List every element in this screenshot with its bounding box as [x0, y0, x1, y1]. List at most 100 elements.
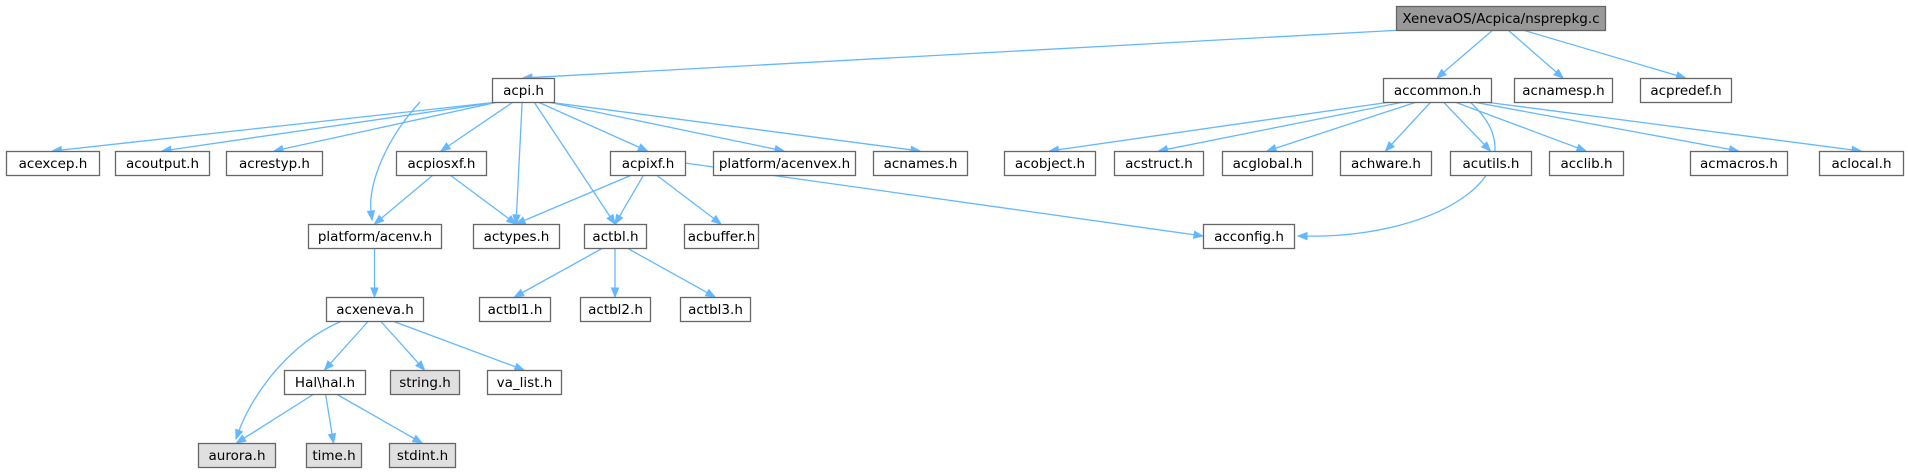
edge-actbl-h-to-actbl2-h-arrowhead — [610, 287, 620, 299]
node-label: acpixf.h — [622, 156, 675, 172]
edge-root-to-acpredef-h-arrowhead — [1675, 71, 1687, 80]
edge-acpiosxf-h-to-actypes-h-line — [449, 174, 510, 220]
edge-hal-hal-h-to-time-h-line — [324, 393, 333, 436]
node-root[interactable]: XenevaOS/Acpica/nsprepkg.c — [1395, 5, 1607, 32]
node-box — [491, 77, 556, 104]
edge-acxeneva-h-to-va-list-h — [392, 320, 526, 371]
node-platform-acenvex-h[interactable]: platform/acenvex.h — [712, 150, 857, 177]
edge-root-to-acpi-h-line — [530, 29, 1403, 79]
node-acconfig-h[interactable]: acconfig.h — [1202, 223, 1296, 250]
edge-acpi-h-to-acoutput-h-line — [169, 101, 499, 151]
edge-accommon-h-to-acconfig-h-line — [1305, 101, 1496, 237]
node-acpi-h[interactable]: acpi.h — [491, 77, 556, 104]
edge-accommon-h-to-achware-h-arrowhead — [1384, 141, 1396, 153]
edge-platform-acenv-h-to-acxeneva-h-arrowhead — [370, 287, 379, 299]
node-actbl3-h[interactable]: actbl3.h — [679, 296, 752, 323]
node-label: time.h — [312, 448, 355, 464]
edge-root-to-acpredef-h-line — [1522, 29, 1679, 77]
node-actbl-h[interactable]: actbl.h — [583, 223, 648, 250]
node-acutils-h[interactable]: acutils.h — [1449, 150, 1533, 177]
edge-acpiosxf-h-to-platform-acenv-h-arrowhead — [373, 214, 385, 225]
edge-acpixf-h-to-actypes-h-line — [523, 174, 632, 222]
node-label: acobject.h — [1015, 156, 1085, 172]
node-achware-h[interactable]: achware.h — [1339, 150, 1433, 177]
edge-acxeneva-h-to-aurora-h — [235, 320, 343, 441]
edge-hal-hal-h-to-aurora-h-arrowhead — [235, 434, 247, 444]
node-actbl2-h[interactable]: actbl2.h — [579, 296, 652, 323]
node-box — [1548, 150, 1625, 177]
node-acexcep-h[interactable]: acexcep.h — [5, 150, 101, 177]
node-label: accommon.h — [1394, 83, 1481, 99]
node-platform-acenv-h[interactable]: platform/acenv.h — [307, 223, 443, 250]
node-box — [307, 223, 443, 250]
edge-acxeneva-h-to-hal-hal-h-line — [329, 320, 369, 365]
node-acglobal-h[interactable]: acglobal.h — [1221, 150, 1314, 177]
edge-hal-hal-h-to-time-h — [324, 393, 337, 445]
node-acpredef-h[interactable]: acpredef.h — [1639, 77, 1733, 104]
edge-actbl-h-to-actbl1-h-line — [521, 247, 604, 294]
edge-acpi-h-to-platform-acenv-h-line — [370, 101, 421, 213]
edge-acpi-h-to-acpiosxf-h — [439, 101, 514, 152]
edge-accommon-h-to-acutils-h-arrowhead — [1480, 141, 1492, 152]
edge-accommon-h-to-achware-h — [1384, 101, 1432, 153]
node-va-list-h[interactable]: va_list.h — [486, 369, 563, 396]
edge-accommon-h-to-acclib-h-arrowhead — [1575, 143, 1588, 152]
node-acnamesp-h[interactable]: acnamesp.h — [1513, 77, 1614, 104]
node-acmacros-h[interactable]: acmacros.h — [1689, 150, 1789, 177]
node-acpiosxf-h[interactable]: acpiosxf.h — [395, 150, 488, 177]
node-label: actbl.h — [592, 229, 638, 245]
node-accommon-h[interactable]: accommon.h — [1382, 77, 1493, 104]
edge-acpi-h-to-platform-acenv-h-arrowhead — [366, 210, 376, 222]
node-label: Hal\hal.h — [295, 375, 355, 391]
edge-acxeneva-h-to-aurora-h-arrowhead — [235, 428, 244, 441]
node-acrestyp-h[interactable]: acrestyp.h — [225, 150, 324, 177]
node-label: actbl3.h — [688, 302, 743, 318]
node-box — [325, 296, 425, 323]
node-acclib-h[interactable]: acclib.h — [1548, 150, 1625, 177]
edge-root-to-acpredef-h — [1522, 29, 1687, 80]
node-actypes-h[interactable]: actypes.h — [472, 223, 561, 250]
node-actbl1-h[interactable]: actbl1.h — [478, 296, 552, 323]
node-acnames-h[interactable]: acnames.h — [872, 150, 969, 177]
node-label: acnames.h — [884, 156, 958, 172]
edge-accommon-h-to-acconfig-h-arrowhead — [1296, 231, 1308, 241]
node-string-h[interactable]: string.h — [389, 369, 461, 396]
node-acobject-h[interactable]: acobject.h — [1003, 150, 1097, 177]
node-stdint-h[interactable]: stdint.h — [388, 442, 457, 469]
node-acoutput-h[interactable]: acoutput.h — [114, 150, 211, 177]
node-acstruct-h[interactable]: acstruct.h — [1113, 150, 1205, 177]
edge-accommon-h-to-acutils-h-line — [1442, 101, 1486, 146]
edge-acpiosxf-h-to-platform-acenv-h-line — [380, 174, 434, 220]
node-box — [1003, 150, 1097, 177]
node-box — [197, 442, 277, 469]
node-aurora-h[interactable]: aurora.h — [197, 442, 277, 469]
edge-accommon-h-to-acglobal-h — [1265, 101, 1417, 153]
node-box — [395, 150, 488, 177]
edge-acpi-h-to-acpixf-h — [537, 101, 649, 152]
edge-root-to-accommon-h-line — [1442, 29, 1494, 74]
node-box — [389, 369, 461, 396]
node-box — [683, 223, 760, 250]
node-aclocal-h[interactable]: aclocal.h — [1818, 150, 1905, 177]
edge-accommon-h-to-acclib-h — [1454, 101, 1588, 152]
edge-hal-hal-h-to-time-h-arrowhead — [327, 432, 337, 445]
edge-accommon-h-to-acstruct-h-line — [1166, 101, 1404, 151]
edge-accommon-h-to-acconfig-h — [1296, 101, 1496, 241]
edge-acpi-h-to-platform-acenvex-h — [547, 101, 786, 154]
node-label: platform/acenvex.h — [719, 156, 850, 172]
edge-acpixf-h-to-actbl-h-line — [618, 174, 645, 218]
node-time-h[interactable]: time.h — [305, 442, 363, 469]
node-acpixf-h[interactable]: acpixf.h — [609, 150, 687, 177]
graph-nodes: XenevaOS/Acpica/nsprepkg.c acpi.h accommon… — [5, 5, 1905, 469]
node-acxeneva-h[interactable]: acxeneva.h — [325, 296, 425, 323]
edge-acpi-h-to-actbl-h-line — [533, 101, 612, 218]
edge-root-to-acpi-h — [521, 29, 1403, 82]
node-hal-hal-h[interactable]: Hal\hal.h — [283, 369, 367, 396]
node-acbuffer-h[interactable]: acbuffer.h — [683, 223, 760, 250]
edge-acpi-h-to-acpixf-h-line — [537, 101, 641, 149]
node-label: acconfig.h — [1214, 229, 1284, 245]
node-label: acbuffer.h — [688, 229, 756, 245]
edge-acpi-h-to-acpiosxf-h-arrowhead — [439, 142, 452, 152]
edge-acpi-h-to-actbl-h-arrowhead — [606, 213, 616, 226]
